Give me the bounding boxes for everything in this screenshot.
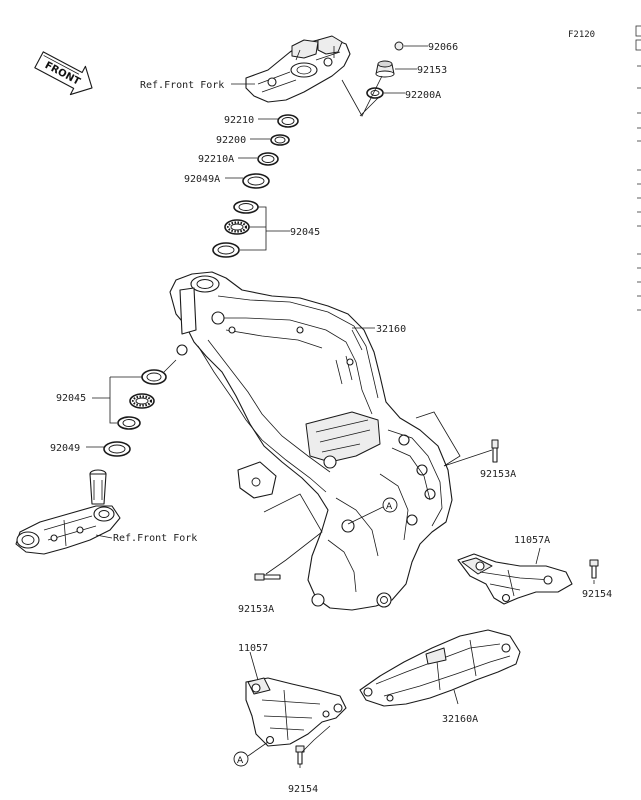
label-92153A-right: 92153A [480, 469, 516, 480]
label-32160: 32160 [376, 324, 406, 335]
label-92049A: 92049A [184, 174, 220, 185]
label-11057: 11057 [238, 643, 268, 654]
label-92066: 92066 [428, 42, 458, 53]
reference-circle-a-lower: A [233, 741, 269, 767]
label-92210A: 92210A [198, 154, 234, 165]
upper-triple-clamp [245, 35, 351, 103]
figure-code: F2120 [568, 30, 595, 40]
svg-text:A: A [237, 756, 244, 766]
label-92153: 92153 [417, 65, 447, 76]
label-11057A: 11057A [514, 535, 550, 546]
label-92154-right: 92154 [582, 589, 612, 600]
seal-92049A [225, 173, 270, 189]
bearing-92045-left [92, 359, 177, 430]
bracket-11057A [457, 547, 573, 605]
seal-92210 [258, 114, 299, 128]
cap-92153 [375, 60, 417, 78]
ref-front-fork-bottom: Ref.Front Fork [113, 533, 197, 544]
main-frame-32160 [169, 271, 453, 611]
seal-92049 [86, 441, 131, 457]
bolt-92154-bottom [295, 725, 331, 768]
label-92045-left: 92045 [56, 393, 86, 404]
ref-front-fork-top: Ref.Front Fork [140, 80, 224, 91]
label-92210: 92210 [224, 115, 254, 126]
front-direction-arrow: FRONT [34, 51, 93, 96]
subframe-32160A [359, 629, 521, 707]
label-92200: 92200 [216, 135, 246, 146]
nut-92066 [394, 41, 428, 51]
bolt-92153A-left [254, 493, 323, 581]
seal-92210A [238, 152, 279, 166]
washer-92200 [250, 134, 290, 146]
label-32160A: 32160A [442, 714, 478, 725]
bolt-92154-right [589, 559, 599, 584]
bolt-92153A-right [415, 411, 499, 467]
reference-circle-a-frame: A [347, 497, 398, 525]
label-92154-bottom: 92154 [288, 784, 318, 795]
lower-triple-clamp-stem [15, 469, 121, 555]
washer-92200A [366, 87, 405, 99]
label-92200A: 92200A [405, 90, 441, 101]
label-92153A-left: 92153A [238, 604, 274, 615]
bearing-92045-top [212, 200, 290, 258]
label-92049: 92049 [50, 443, 80, 454]
clipped-edge-marks [635, 25, 641, 311]
svg-text:A: A [386, 502, 393, 512]
bracket-11057 [245, 651, 347, 747]
label-92045-top: 92045 [290, 227, 320, 238]
triple-clamp-leaders [341, 75, 383, 117]
